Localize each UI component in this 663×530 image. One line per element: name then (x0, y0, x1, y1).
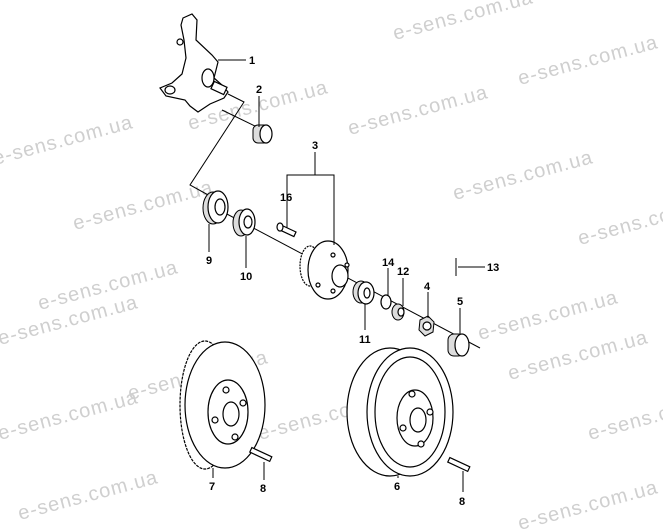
watermark: e-sens.com.ua (516, 476, 661, 530)
bushing (252, 124, 273, 144)
inner-bearing (232, 208, 256, 237)
watermark: e-sens.com.ua (16, 466, 161, 525)
wheel-hub (299, 240, 350, 300)
spacer (391, 303, 405, 321)
callout-8-drum: 8 (459, 496, 465, 508)
callouts: 1 2 3 16 9 10 11 14 12 4 5 13 7 8 6 8 (206, 55, 499, 508)
brake-disc (179, 340, 266, 470)
watermark: e-sens.com.ua (451, 146, 596, 205)
assembly-lines (189, 93, 481, 349)
callout-7: 7 (209, 481, 215, 493)
watermark: e-sens.com.ua (71, 176, 216, 235)
outer-bearing (202, 190, 229, 225)
callout-6: 6 (394, 481, 400, 493)
disc-screw (248, 446, 273, 463)
watermark: e-sens.com.ua (506, 326, 651, 385)
steering-knuckle (159, 13, 229, 113)
callout-13: 13 (487, 262, 499, 274)
watermark: e-sens.com.ua (0, 111, 136, 170)
watermark: e-sens.com.ua (391, 0, 536, 45)
dust-cap (447, 333, 470, 357)
washer (380, 294, 392, 310)
callout-9: 9 (206, 255, 212, 267)
callout-10: 10 (240, 271, 252, 283)
leader-lines (208, 59, 485, 492)
watermark: e-sens.com.ua (576, 191, 663, 250)
watermark: e-sens.com.ua (476, 286, 621, 345)
callout-5: 5 (457, 296, 463, 308)
callout-3: 3 (312, 140, 318, 152)
hub-bolt (276, 222, 297, 238)
callout-11: 11 (359, 334, 371, 346)
callout-2: 2 (256, 84, 262, 96)
callout-1: 1 (249, 55, 255, 67)
callout-4: 4 (424, 281, 431, 293)
callout-12: 12 (397, 266, 409, 278)
brake-drum (346, 347, 454, 477)
hub-nut (418, 315, 435, 337)
callout-8-disc: 8 (260, 483, 266, 495)
callout-14: 14 (382, 257, 395, 269)
watermark: e-sens.com.ua (516, 31, 661, 90)
watermark: e-sens.com.ua (346, 81, 491, 140)
watermark: e-sens.com.ua (586, 386, 663, 445)
drum-screw (446, 456, 471, 473)
watermark: e-sens.com.ua (0, 386, 141, 445)
hub-bearing (352, 280, 375, 305)
callout-16: 16 (280, 192, 292, 204)
